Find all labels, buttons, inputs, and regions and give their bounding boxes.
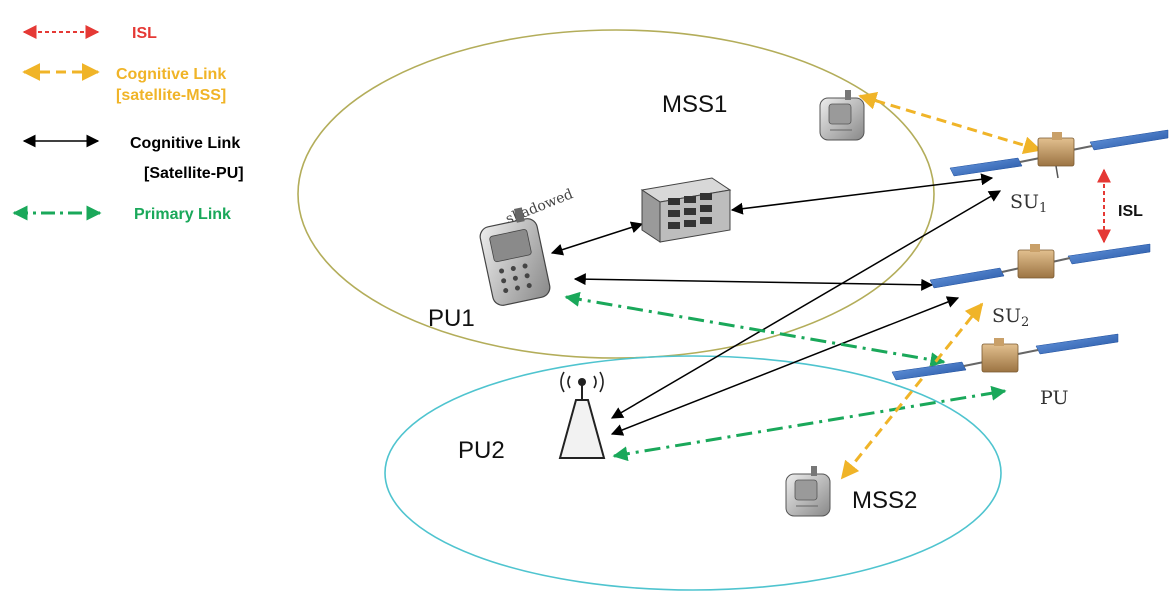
server-icon — [640, 177, 732, 243]
handset-icon — [819, 90, 865, 141]
satellite-su1: SU1 — [949, 129, 1169, 216]
mss1-terminal: MSS1 — [662, 90, 865, 141]
legend-primary-label: Primary Link — [134, 206, 231, 223]
legend-cognitive-mss-label-1: Cognitive Link — [116, 66, 226, 83]
satellite-su2: SU2 — [929, 243, 1151, 330]
handset-icon — [785, 466, 831, 517]
cognitive-link-pu1-su2 — [573, 273, 934, 291]
legend-isl: ISL — [22, 25, 157, 42]
su2-label: SU2 — [992, 305, 1029, 330]
primary-link-pu1-pu-sat — [564, 291, 946, 368]
legend-cognitive-mss-label-2: [satellite-MSS] — [116, 87, 226, 104]
legend-cognitive-pu-label-2: [Satellite-PU] — [144, 165, 244, 182]
legend-cognitive-mss: Cognitive Link [satellite-MSS] — [22, 63, 226, 104]
pu2-label: PU2 — [458, 437, 505, 464]
legend-cognitive-pu: Cognitive Link [Satellite-PU] — [22, 134, 244, 182]
pu1-terminal: PU1 — [428, 207, 551, 332]
satellite-icon — [949, 129, 1169, 179]
legend-isl-label: ISL — [132, 25, 157, 42]
mss1-label: MSS1 — [662, 91, 727, 118]
isl-label: ISL — [1118, 203, 1143, 220]
satellite-icon — [929, 243, 1151, 289]
pu2-terminal: PU2 — [458, 371, 606, 464]
pu-sat-label: PU — [1040, 387, 1068, 409]
cognitive-link-mss2-su2 — [840, 302, 984, 480]
primary-link-pu2-pu-sat — [612, 385, 1007, 462]
cognitive-link-pu1-server — [550, 221, 644, 256]
cognitive-link-pu2-su2 — [610, 296, 960, 436]
pu1-label: PU1 — [428, 305, 475, 332]
mss2-label: MSS2 — [852, 487, 917, 514]
legend-cognitive-pu-label-1: Cognitive Link — [130, 135, 240, 152]
mss2-terminal: MSS2 — [785, 466, 917, 517]
handset-icon — [479, 207, 551, 306]
cognitive-link-server-su1 — [730, 173, 994, 215]
satellite-pu: PU — [891, 333, 1119, 409]
antenna-tower-icon — [558, 371, 606, 459]
su1-label: SU1 — [1010, 191, 1047, 216]
pu1-coverage-circle — [297, 29, 935, 359]
pu2-coverage-circle — [384, 355, 1002, 591]
legend-primary: Primary Link — [12, 205, 231, 223]
satellite-icon — [891, 333, 1119, 381]
legend: ISL Cognitive Link [satellite-MSS] Cogni… — [12, 25, 244, 223]
cognitive-link-mss1-su1 — [858, 92, 1042, 154]
